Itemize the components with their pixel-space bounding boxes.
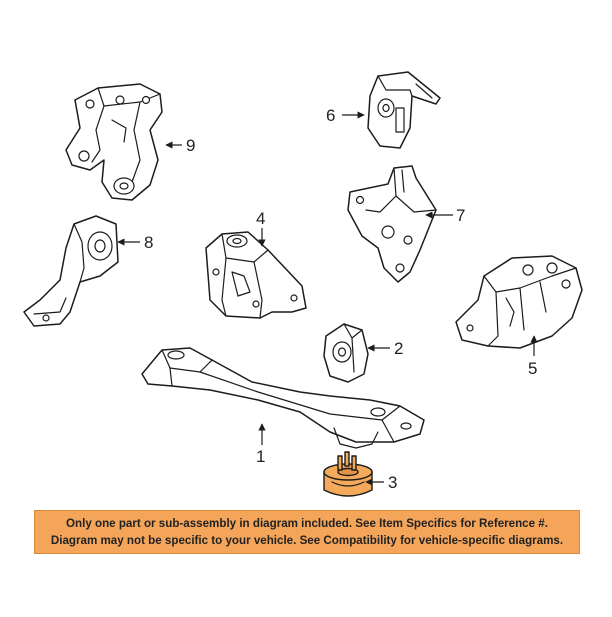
part-7-mount-bracket — [347, 165, 437, 283]
callout-5: 5 — [528, 359, 537, 378]
callout-3: 3 — [388, 473, 397, 492]
callout-4: 4 — [256, 209, 265, 228]
part-2-mount — [323, 323, 369, 383]
callout-numbers: 9 6 7 8 4 5 2 1 3 — [144, 106, 537, 492]
callout-9: 9 — [186, 136, 195, 155]
part-1-crossmember — [141, 347, 425, 449]
part-9-mount-bracket — [65, 83, 163, 201]
callout-8: 8 — [144, 233, 153, 252]
part-5-mount-assembly — [455, 255, 583, 349]
callout-1: 1 — [256, 447, 265, 466]
callout-6: 6 — [326, 106, 335, 125]
part-3-bushing-highlighted — [323, 451, 373, 497]
part-8-mount — [23, 215, 119, 327]
part-4-mount — [205, 231, 307, 319]
callout-2: 2 — [394, 339, 403, 358]
callout-leaders — [117, 111, 538, 486]
callout-7: 7 — [456, 206, 465, 225]
disclaimer-line-1: Only one part or sub-assembly in diagram… — [66, 517, 548, 530]
part-6-mount — [367, 71, 441, 149]
disclaimer-banner: Only one part or sub-assembly in diagram… — [34, 510, 580, 554]
disclaimer-line-2: Diagram may not be specific to your vehi… — [50, 534, 564, 547]
